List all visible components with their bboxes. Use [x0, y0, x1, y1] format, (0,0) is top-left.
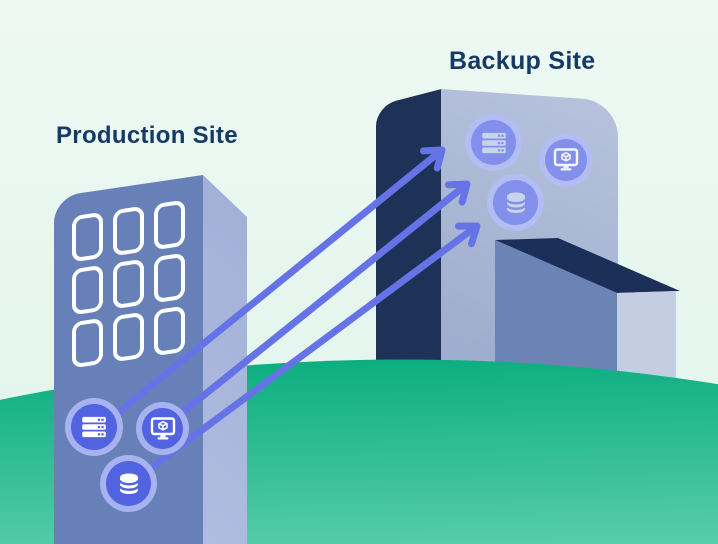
window: [72, 317, 103, 369]
production-building-side-face: [203, 175, 247, 544]
server-icon: [65, 398, 123, 456]
window: [72, 211, 103, 263]
window: [154, 305, 185, 357]
window: [113, 311, 144, 363]
window: [113, 205, 144, 257]
server-icon: [465, 114, 522, 171]
database-icon: [100, 455, 157, 512]
window: [154, 199, 185, 251]
window: [113, 258, 144, 310]
database-icon: [487, 174, 544, 231]
production-site-title: Production Site: [56, 122, 238, 149]
window: [72, 264, 103, 316]
monitor-cube-icon: [539, 133, 593, 187]
monitor-cube-icon: [136, 402, 189, 455]
window-grid: [72, 199, 185, 369]
window: [154, 252, 185, 304]
backup-site-title: Backup Site: [449, 47, 596, 75]
backup-building-dark-face: [376, 89, 441, 396]
